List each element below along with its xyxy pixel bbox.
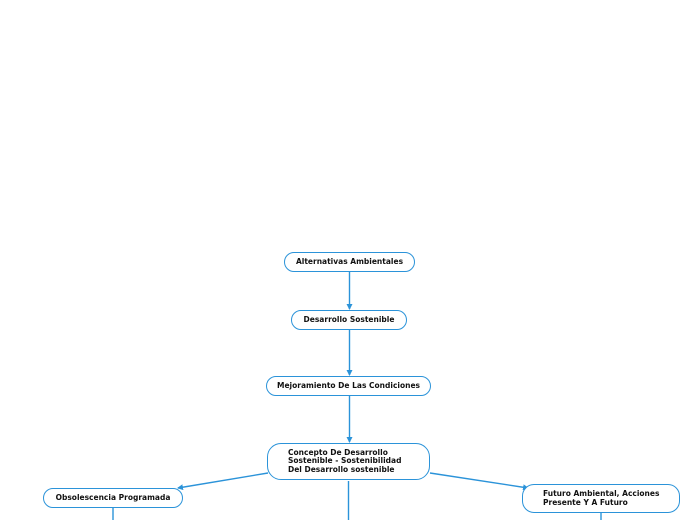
node-label: Concepto De Desarrollo Sostenible - Sost… [288, 447, 402, 474]
edge-concepto-to-obsolescencia [177, 472, 269, 491]
node-label: Futuro Ambiental, Acciones Presente Y A … [543, 489, 660, 507]
node-futuro-ambiental[interactable]: Futuro Ambiental, Acciones Presente Y A … [522, 484, 680, 513]
node-concepto-desarrollo-sostenible[interactable]: Concepto De Desarrollo Sostenible - Sost… [267, 443, 430, 480]
node-label: Desarrollo Sostenible [303, 314, 395, 324]
node-desarrollo-sostenible[interactable]: Desarrollo Sostenible [291, 310, 407, 330]
node-label: Obsolescencia Programada [55, 492, 171, 502]
edge-concepto-to-futuro [429, 472, 529, 491]
node-label: Alternativas Ambientales [295, 256, 404, 266]
node-label: Mejoramiento De Las Condiciones [276, 380, 421, 390]
node-mejoramiento-condiciones[interactable]: Mejoramiento De Las Condiciones [266, 376, 431, 396]
node-obsolescencia-programada[interactable]: Obsolescencia Programada [43, 488, 183, 508]
node-alternativas-ambientales[interactable]: Alternativas Ambientales [284, 252, 415, 272]
